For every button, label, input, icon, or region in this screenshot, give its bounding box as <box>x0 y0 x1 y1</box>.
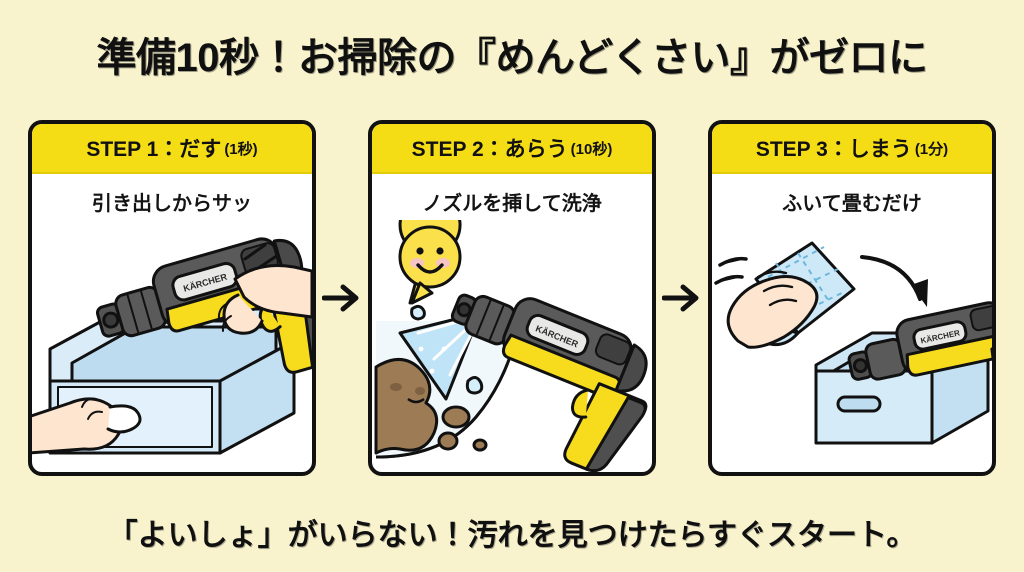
step-2-header-label: STEP 2：あらう <box>411 138 568 161</box>
step-card-1: STEP 1：だす (1秒) 引き出しからサッ <box>28 120 316 476</box>
motion-lines-icon <box>714 256 748 285</box>
page-title: 準備10秒！お掃除の『めんどくさい』がゼロに <box>96 36 928 80</box>
step-card-2: STEP 2：あらう (10秒) ノズルを挿して洗浄 <box>368 120 656 476</box>
footer-caption: 「よいしょ」がいらない！汚れを見つけたらすぐスタート。 <box>107 519 917 552</box>
smiley-face-icon <box>398 220 462 305</box>
step-1-illustration: KÄRCHER <box>32 220 312 472</box>
footer-bar: 「よいしょ」がいらない！汚れを見つけたらすぐスタート。 <box>0 492 1024 572</box>
arrow-step2-to-step3 <box>656 120 708 476</box>
steps-row: STEP 1：だす (1秒) 引き出しからサッ <box>0 108 1024 492</box>
step-3-header: STEP 3：しまう (1分) <box>712 124 992 174</box>
arrow-right-icon <box>662 284 699 312</box>
arrow-right-icon <box>322 284 359 312</box>
step-2-header: STEP 2：あらう (10秒) <box>372 124 652 174</box>
step-card-3: STEP 3：しまう (1分) ふいて畳むだけ <box>708 120 996 476</box>
step-1-header: STEP 1：だす (1秒) <box>32 124 312 174</box>
step-2-subtitle: ノズルを挿して洗浄 <box>422 193 602 215</box>
step-3-illustration: KÄRCHER <box>712 220 992 472</box>
step-3-subtitle: ふいて畳むだけ <box>782 193 922 215</box>
title-bar: 準備10秒！お掃除の『めんどくさい』がゼロに <box>0 0 1024 108</box>
step-1-duration: (1秒) <box>224 140 258 158</box>
curved-arrow-icon <box>860 255 928 307</box>
step-3-header-label: STEP 3：しまう <box>755 138 912 161</box>
step-3-duration: (1分) <box>914 140 949 158</box>
step-2-illustration: KÄRCHER <box>372 220 652 472</box>
step-2-duration: (10秒) <box>570 140 613 158</box>
step-1-subtitle: 引き出しからサッ <box>92 193 252 215</box>
step-1-header-label: STEP 1：だす <box>86 138 222 161</box>
arrow-step1-to-step2 <box>316 120 368 476</box>
